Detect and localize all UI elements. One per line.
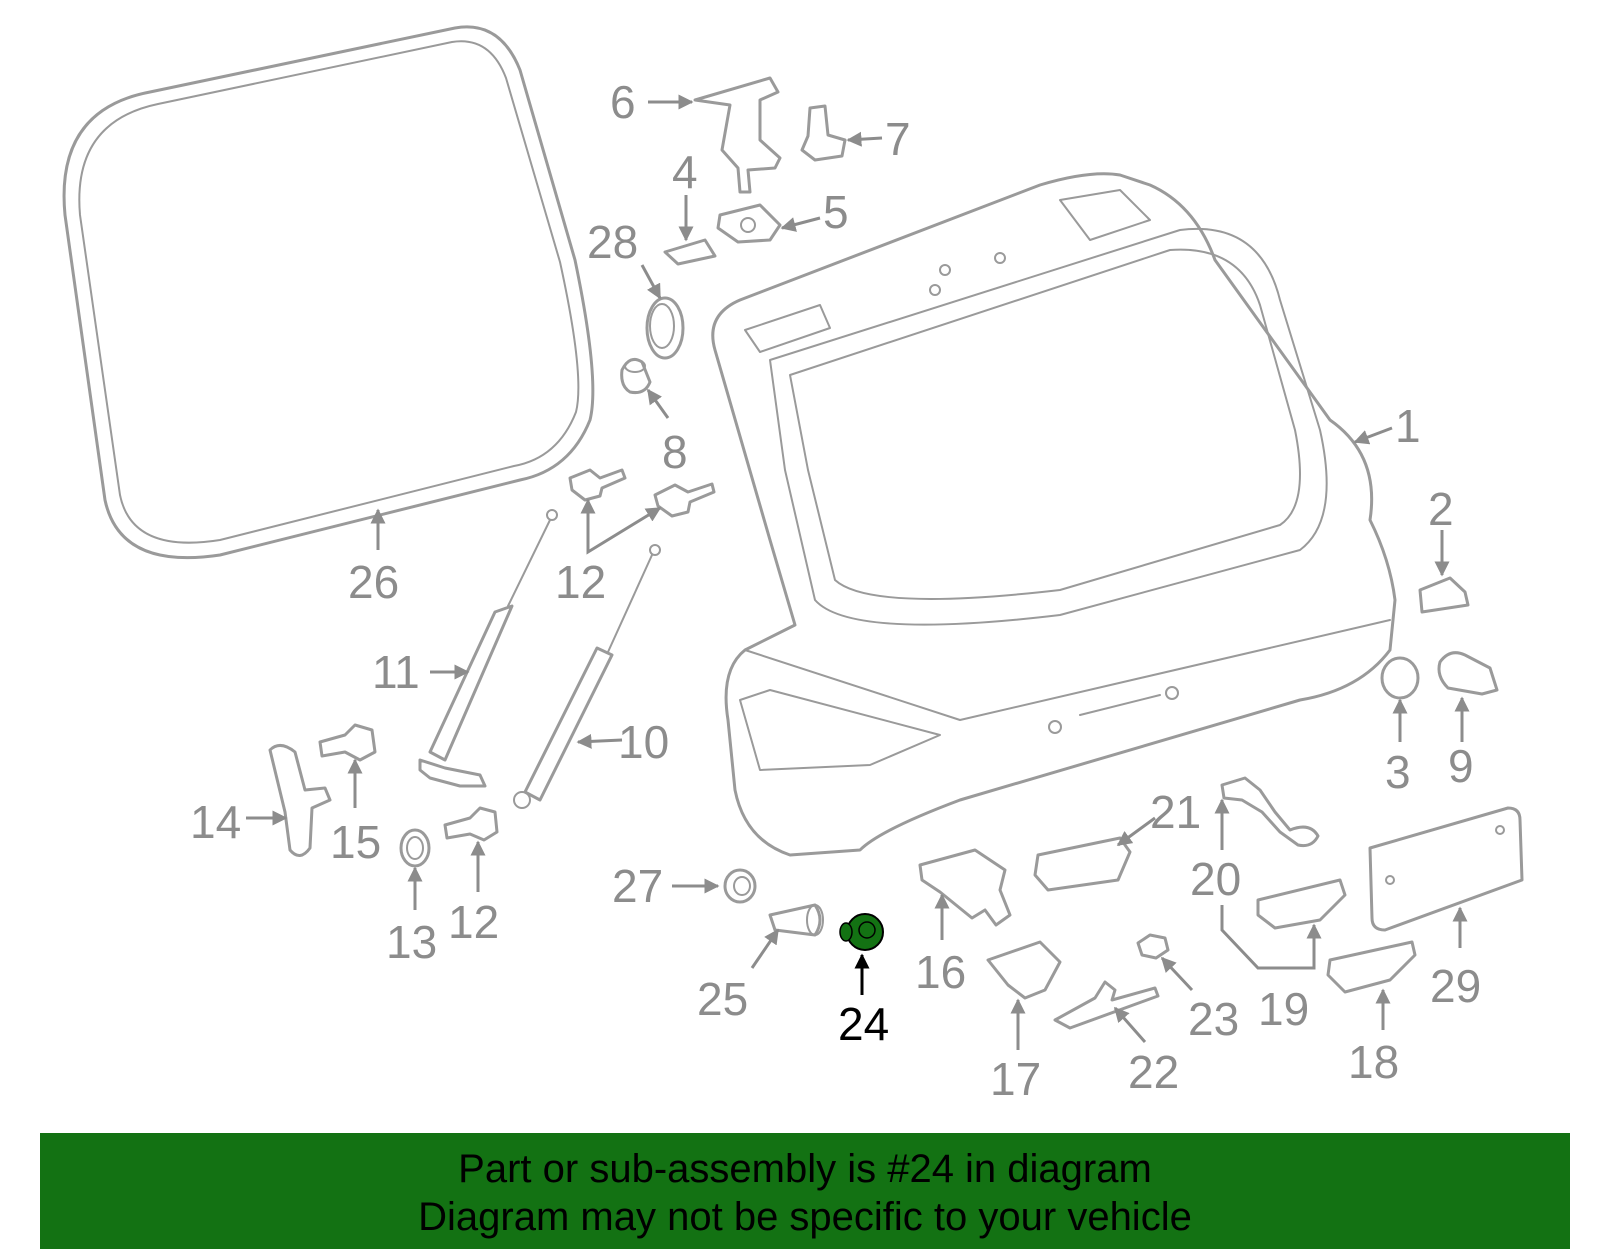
footer-line-part-number: Part or sub-assembly is #24 in diagram xyxy=(458,1147,1152,1191)
callout-21: 21 xyxy=(1150,786,1201,838)
part-11-gas-strut xyxy=(418,509,558,788)
callout-28: 28 xyxy=(587,216,638,268)
part-8-bushing xyxy=(620,357,652,394)
part-2-clip xyxy=(1418,576,1470,614)
part-24-highlighted[interactable] xyxy=(839,913,884,951)
part-23-nut xyxy=(1136,933,1170,960)
callout-22: 22 xyxy=(1128,1046,1179,1098)
callout-19: 19 xyxy=(1258,983,1309,1035)
callout-11: 11 xyxy=(372,646,420,698)
part-14-bracket xyxy=(268,744,332,857)
callout-25: 25 xyxy=(697,973,748,1025)
footer-banner: Part or sub-assembly is #24 in diagram D… xyxy=(40,1133,1570,1249)
callout-13: 13 xyxy=(386,916,437,968)
part-1-liftgate xyxy=(711,172,1397,857)
part-29-plate-bracket xyxy=(1368,806,1524,932)
part-9-sensor xyxy=(1437,651,1499,696)
part-4-label xyxy=(663,238,717,266)
part-16-latch xyxy=(918,848,1012,927)
callout-labels: 1 2 3 4 5 6 7 8 9 10 11 12 12 13 14 15 1… xyxy=(190,76,1481,1105)
part-26-weatherstrip xyxy=(62,25,595,560)
part-18-garnish xyxy=(1326,940,1417,994)
part-10-gas-strut xyxy=(513,544,661,809)
footer-line-disclaimer: Diagram may not be specific to your vehi… xyxy=(418,1195,1192,1239)
callout-7: 7 xyxy=(885,113,911,165)
part-20-harness xyxy=(1220,776,1320,848)
part-12-ball-stud-lower xyxy=(443,806,499,842)
callout-29: 29 xyxy=(1430,960,1481,1012)
part-28-cap xyxy=(645,296,685,360)
part-21-handle xyxy=(1033,836,1132,892)
callout-3: 3 xyxy=(1385,746,1411,798)
part-13-washer xyxy=(399,828,431,868)
leader-lines xyxy=(246,94,1470,1050)
callout-5: 5 xyxy=(823,186,849,238)
callout-12-upper: 12 xyxy=(555,556,606,608)
callout-8: 8 xyxy=(662,426,688,478)
callout-6: 6 xyxy=(610,76,636,128)
callout-4: 4 xyxy=(672,146,698,198)
callout-18: 18 xyxy=(1348,1036,1399,1088)
part-12-ball-stud-upper xyxy=(568,468,716,518)
part-22-bracket xyxy=(1053,980,1160,1030)
part-3-grommet xyxy=(1380,656,1420,700)
callout-20: 20 xyxy=(1190,853,1241,905)
part-7-bolt xyxy=(800,104,847,162)
part-25-plug xyxy=(768,903,824,937)
callout-26: 26 xyxy=(348,556,399,608)
callout-14: 14 xyxy=(190,796,241,848)
callout-24[interactable]: 24 xyxy=(838,998,889,1050)
part-17-switch-housing xyxy=(986,940,1062,1000)
part-19-garnish xyxy=(1256,878,1347,930)
parts-diagram: 1 2 3 4 5 6 7 8 9 10 11 12 12 13 14 15 1… xyxy=(62,25,1524,1105)
callout-17: 17 xyxy=(990,1053,1041,1105)
part-27-bumper xyxy=(723,868,757,904)
callout-2: 2 xyxy=(1428,483,1454,535)
callout-16: 16 xyxy=(915,946,966,998)
part-6-hinge xyxy=(693,76,782,194)
callout-10: 10 xyxy=(618,716,669,768)
part-5-pad xyxy=(716,203,782,244)
callout-1: 1 xyxy=(1395,400,1421,452)
callout-12-lower: 12 xyxy=(448,896,499,948)
callout-23: 23 xyxy=(1188,993,1239,1045)
callout-15: 15 xyxy=(330,816,381,868)
callout-27: 27 xyxy=(612,860,663,912)
callout-9: 9 xyxy=(1448,740,1474,792)
part-15-bolt xyxy=(318,723,377,762)
